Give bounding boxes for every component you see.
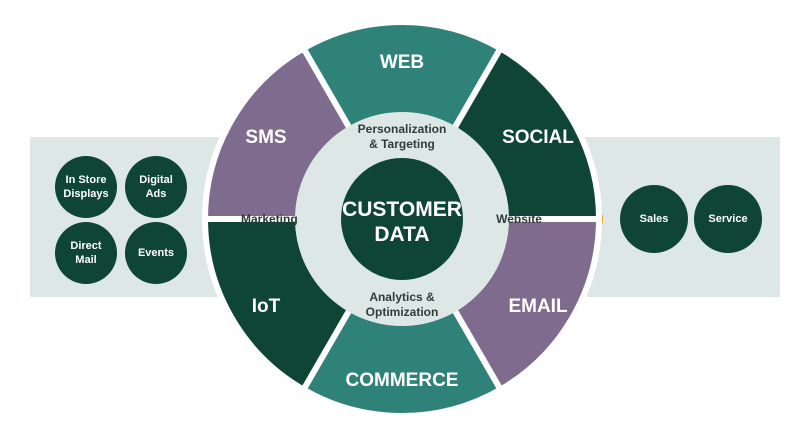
channel-sales: Sales [620, 185, 688, 253]
inner-label-bottom-2: Optimization [366, 305, 439, 319]
channel-events: Events [125, 222, 187, 284]
channel-in-store-displays: In Store Displays [55, 156, 117, 218]
inner-label-top-1: Personalization [358, 122, 447, 136]
center-label-line2: DATA [374, 223, 429, 246]
segment-label-email: EMAIL [508, 296, 568, 317]
center-circle [341, 158, 463, 280]
channel-direct-mail: Direct Mail [55, 222, 117, 284]
marketing-label: Marketing [241, 212, 298, 226]
segment-label-sms: SMS [245, 127, 286, 148]
segment-label-web: WEB [380, 52, 424, 73]
segment-label-social: SOCIAL [502, 127, 574, 148]
center-label-line1: CUSTOMER [342, 198, 462, 221]
segment-label-commerce: COMMERCE [346, 370, 459, 391]
channel-service: Service [694, 185, 762, 253]
inner-label-website: Website [496, 212, 542, 226]
channel-digital-ads: Digital Ads [125, 156, 187, 218]
inner-label-top-2: & Targeting [369, 137, 435, 151]
segment-label-iot: IoT [252, 296, 281, 317]
inner-label-bottom-1: Analytics & [369, 290, 435, 304]
